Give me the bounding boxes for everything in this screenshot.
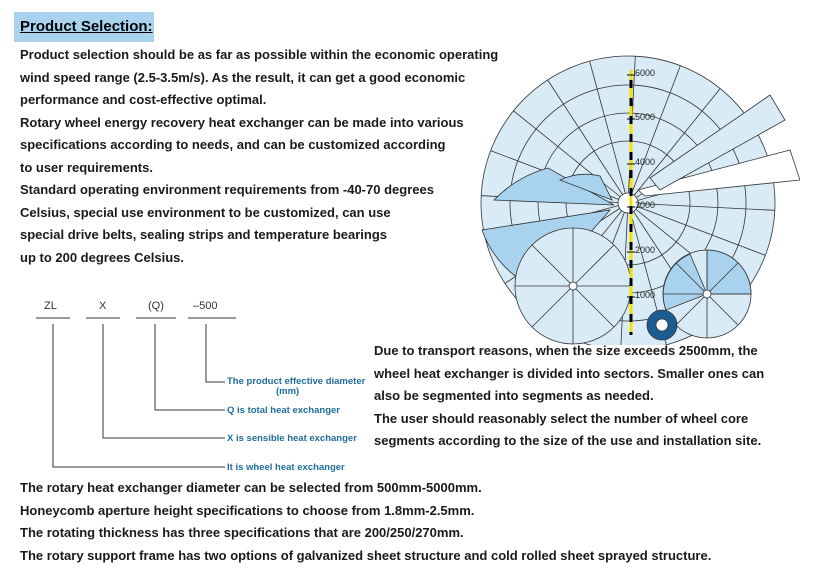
- model-part-x: X: [99, 300, 107, 312]
- model-part-diameter: –500: [193, 300, 218, 312]
- spec-line: The rotating thickness has three specifi…: [20, 525, 464, 540]
- spec-paragraph: The rotary heat exchanger diameter can b…: [20, 477, 711, 567]
- intro-line: specifications according to needs, and c…: [20, 137, 446, 152]
- intro-line: Product selection should be as far as po…: [20, 47, 499, 62]
- model-part-q: (Q): [148, 300, 164, 312]
- spec-line: Honeycomb aperture height specifications…: [20, 502, 475, 518]
- scale-label: 3000: [635, 200, 656, 210]
- spec-line: The rotary heat exchanger diameter can b…: [20, 480, 482, 495]
- wheel-spoke: [706, 262, 739, 295]
- wheel-spoke: [627, 65, 681, 204]
- intro-line: up to 200 degrees Celsius.: [20, 249, 185, 265]
- wheel-spoke: [706, 293, 739, 326]
- sector-piece: [493, 167, 615, 206]
- wheel-spoke: [675, 293, 708, 326]
- scale-label: 5000: [635, 112, 656, 122]
- scale-label: 4000: [635, 157, 656, 167]
- transport-paragraph: Due to transport reasons, when the size …: [374, 340, 764, 453]
- wheel-spoke: [513, 110, 629, 204]
- intro-line: Rotary wheel energy recovery heat exchan…: [20, 114, 464, 130]
- title-background: [14, 12, 154, 42]
- intro-line: special drive belts, sealing strips and …: [20, 227, 388, 242]
- transport-line: wheel heat exchanger is divided into sec…: [374, 365, 765, 381]
- scale-label: 6000: [635, 68, 656, 78]
- wheel-spoke: [627, 88, 721, 204]
- transport-line: Due to transport reasons, when the size …: [374, 343, 758, 358]
- intro-line: wind speed range (2.5-3.5m/s). As the re…: [20, 69, 466, 85]
- diameter-scale: [627, 70, 635, 335]
- caption-q: Q is total heat exchanger: [227, 405, 340, 416]
- transport-line: The user should reasonably select the nu…: [374, 410, 749, 426]
- transport-line: also be segmented into segments as neede…: [374, 388, 654, 403]
- intro-paragraph: Product selection should be as far as po…: [20, 44, 498, 269]
- wheel-spoke: [531, 244, 574, 287]
- wheel-spoke: [531, 285, 574, 328]
- wheel-spoke: [675, 262, 708, 295]
- intro-line: to user requirements.: [20, 159, 153, 175]
- caption-x: X is sensible heat exchanger: [227, 433, 357, 444]
- wheel-spoke: [589, 60, 629, 204]
- caption-diameter: The product effective diameter: [227, 376, 366, 387]
- scale-label: 1000: [635, 290, 656, 300]
- caption-zl: It is wheel heat exchanger: [227, 462, 345, 473]
- scale-label: 2000: [635, 245, 656, 255]
- intro-line: performance and cost-effective optimal.: [20, 92, 267, 107]
- page-title: Product Selection:: [20, 18, 153, 35]
- sector-notch: [637, 149, 800, 197]
- intro-line: Standard operating environment requireme…: [20, 182, 434, 197]
- model-code-diagram: [36, 317, 236, 468]
- caption-diameter-unit: (mm): [276, 386, 300, 397]
- model-part-zl: ZL: [44, 300, 57, 312]
- transport-line: segments according to the size of the us…: [374, 433, 762, 448]
- wheel-spoke: [627, 202, 766, 256]
- wheel-spoke: [572, 285, 615, 328]
- wheel-spoke: [572, 244, 615, 287]
- wheel-spoke: [627, 202, 775, 211]
- wheel-spoke: [547, 79, 629, 204]
- wheel-illustration: [480, 55, 800, 345]
- intro-line: Celsius, special use environment to be c…: [20, 204, 391, 220]
- spec-line: The rotary support frame has two options…: [20, 547, 712, 563]
